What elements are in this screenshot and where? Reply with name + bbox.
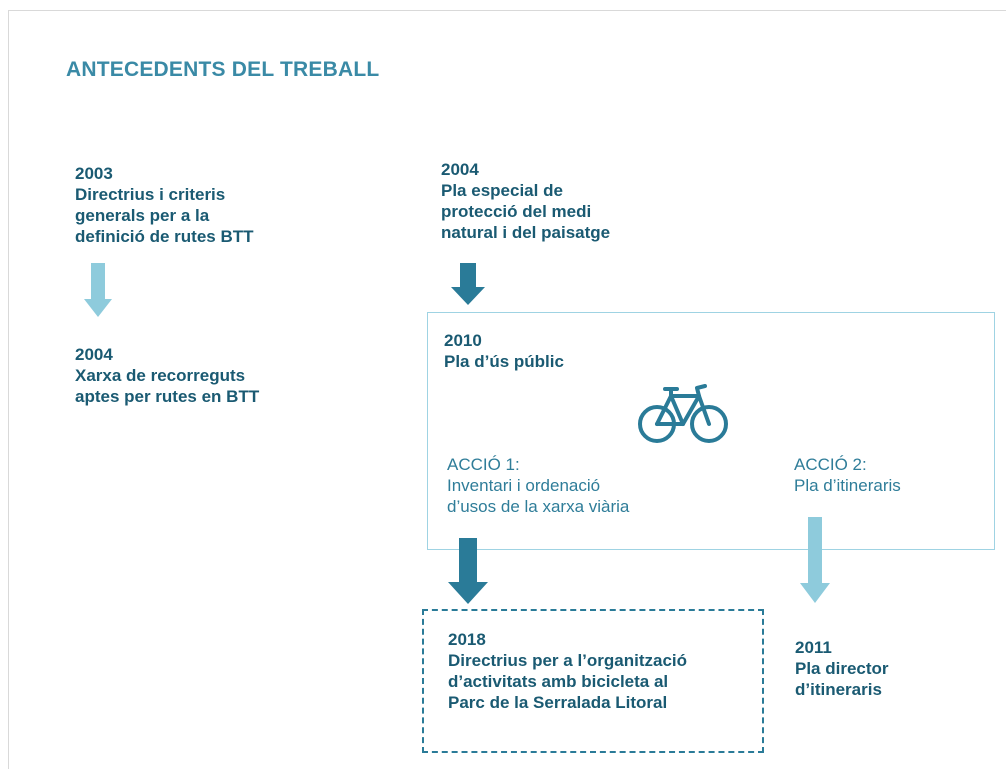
node-2004-xarxa-line-1: Xarxa de recorreguts xyxy=(75,366,246,385)
accio-1: ACCIÓ 1: Inventari i ordenació d’usos de… xyxy=(447,454,629,517)
accio-2-title: ACCIÓ 2: xyxy=(794,455,867,474)
node-2003-line-2: generals per a la xyxy=(75,206,210,225)
node-2004-pla-especial: 2004 Pla especial de protecció del medi … xyxy=(441,159,610,243)
node-2010-line-1: Pla d’ús públic xyxy=(444,352,564,371)
node-2018-year: 2018 xyxy=(448,630,486,649)
node-2004-pla-especial-year: 2004 xyxy=(441,160,479,179)
arrow-accio1-to-2018 xyxy=(448,538,488,604)
directrius-2018-box xyxy=(422,609,764,753)
pla-us-public-box xyxy=(427,312,995,550)
node-2010: 2010 Pla d’ús públic xyxy=(444,330,564,372)
node-2011-year: 2011 xyxy=(795,638,832,657)
node-2018-line-2: d’activitats amb bicicleta al xyxy=(448,672,669,691)
node-2018-line-3: Parc de la Serralada Litoral xyxy=(448,693,668,712)
node-2004-pla-especial-line-1: Pla especial de xyxy=(441,181,563,200)
accio-1-title: ACCIÓ 1: xyxy=(447,455,520,474)
accio-1-line-2: d’usos de la xarxa viària xyxy=(447,497,630,516)
node-2011: 2011 Pla director d’itineraris xyxy=(795,637,889,700)
node-2018: 2018 Directrius per a l’organització d’a… xyxy=(448,629,687,713)
node-2018-line-1: Directrius per a l’organització xyxy=(448,651,688,670)
accio-1-line-1: Inventari i ordenació xyxy=(447,476,601,495)
bicycle-icon xyxy=(638,384,728,443)
node-2010-year: 2010 xyxy=(444,331,482,350)
node-2004-pla-especial-line-2: protecció del medi xyxy=(441,202,592,221)
node-2003-year: 2003 xyxy=(75,164,113,183)
slide-frame xyxy=(8,10,1006,769)
arrow-2003-to-2004 xyxy=(84,263,112,317)
arrow-accio2-to-2011 xyxy=(800,517,830,603)
accio-2-line-1: Pla d’itineraris xyxy=(794,476,901,495)
node-2004-pla-especial-line-3: natural i del paisatge xyxy=(441,223,611,242)
node-2011-line-2: d’itineraris xyxy=(795,680,882,699)
node-2003-line-1: Directrius i criteris xyxy=(75,185,226,204)
accio-2: ACCIÓ 2: Pla d’itineraris xyxy=(794,454,901,496)
node-2004-xarxa-year: 2004 xyxy=(75,345,113,364)
node-2011-line-1: Pla director xyxy=(795,659,889,678)
node-2004-xarxa-line-2: aptes per rutes en BTT xyxy=(75,387,260,406)
arrow-2004-to-2010 xyxy=(451,263,485,305)
node-2003-line-3: definició de rutes BTT xyxy=(75,227,254,246)
node-2003: 2003 Directrius i criteris generals per … xyxy=(75,163,254,247)
node-2004-xarxa: 2004 Xarxa de recorreguts aptes per rute… xyxy=(75,344,259,407)
page-title: ANTECEDENTS DEL TREBALL xyxy=(66,58,380,81)
